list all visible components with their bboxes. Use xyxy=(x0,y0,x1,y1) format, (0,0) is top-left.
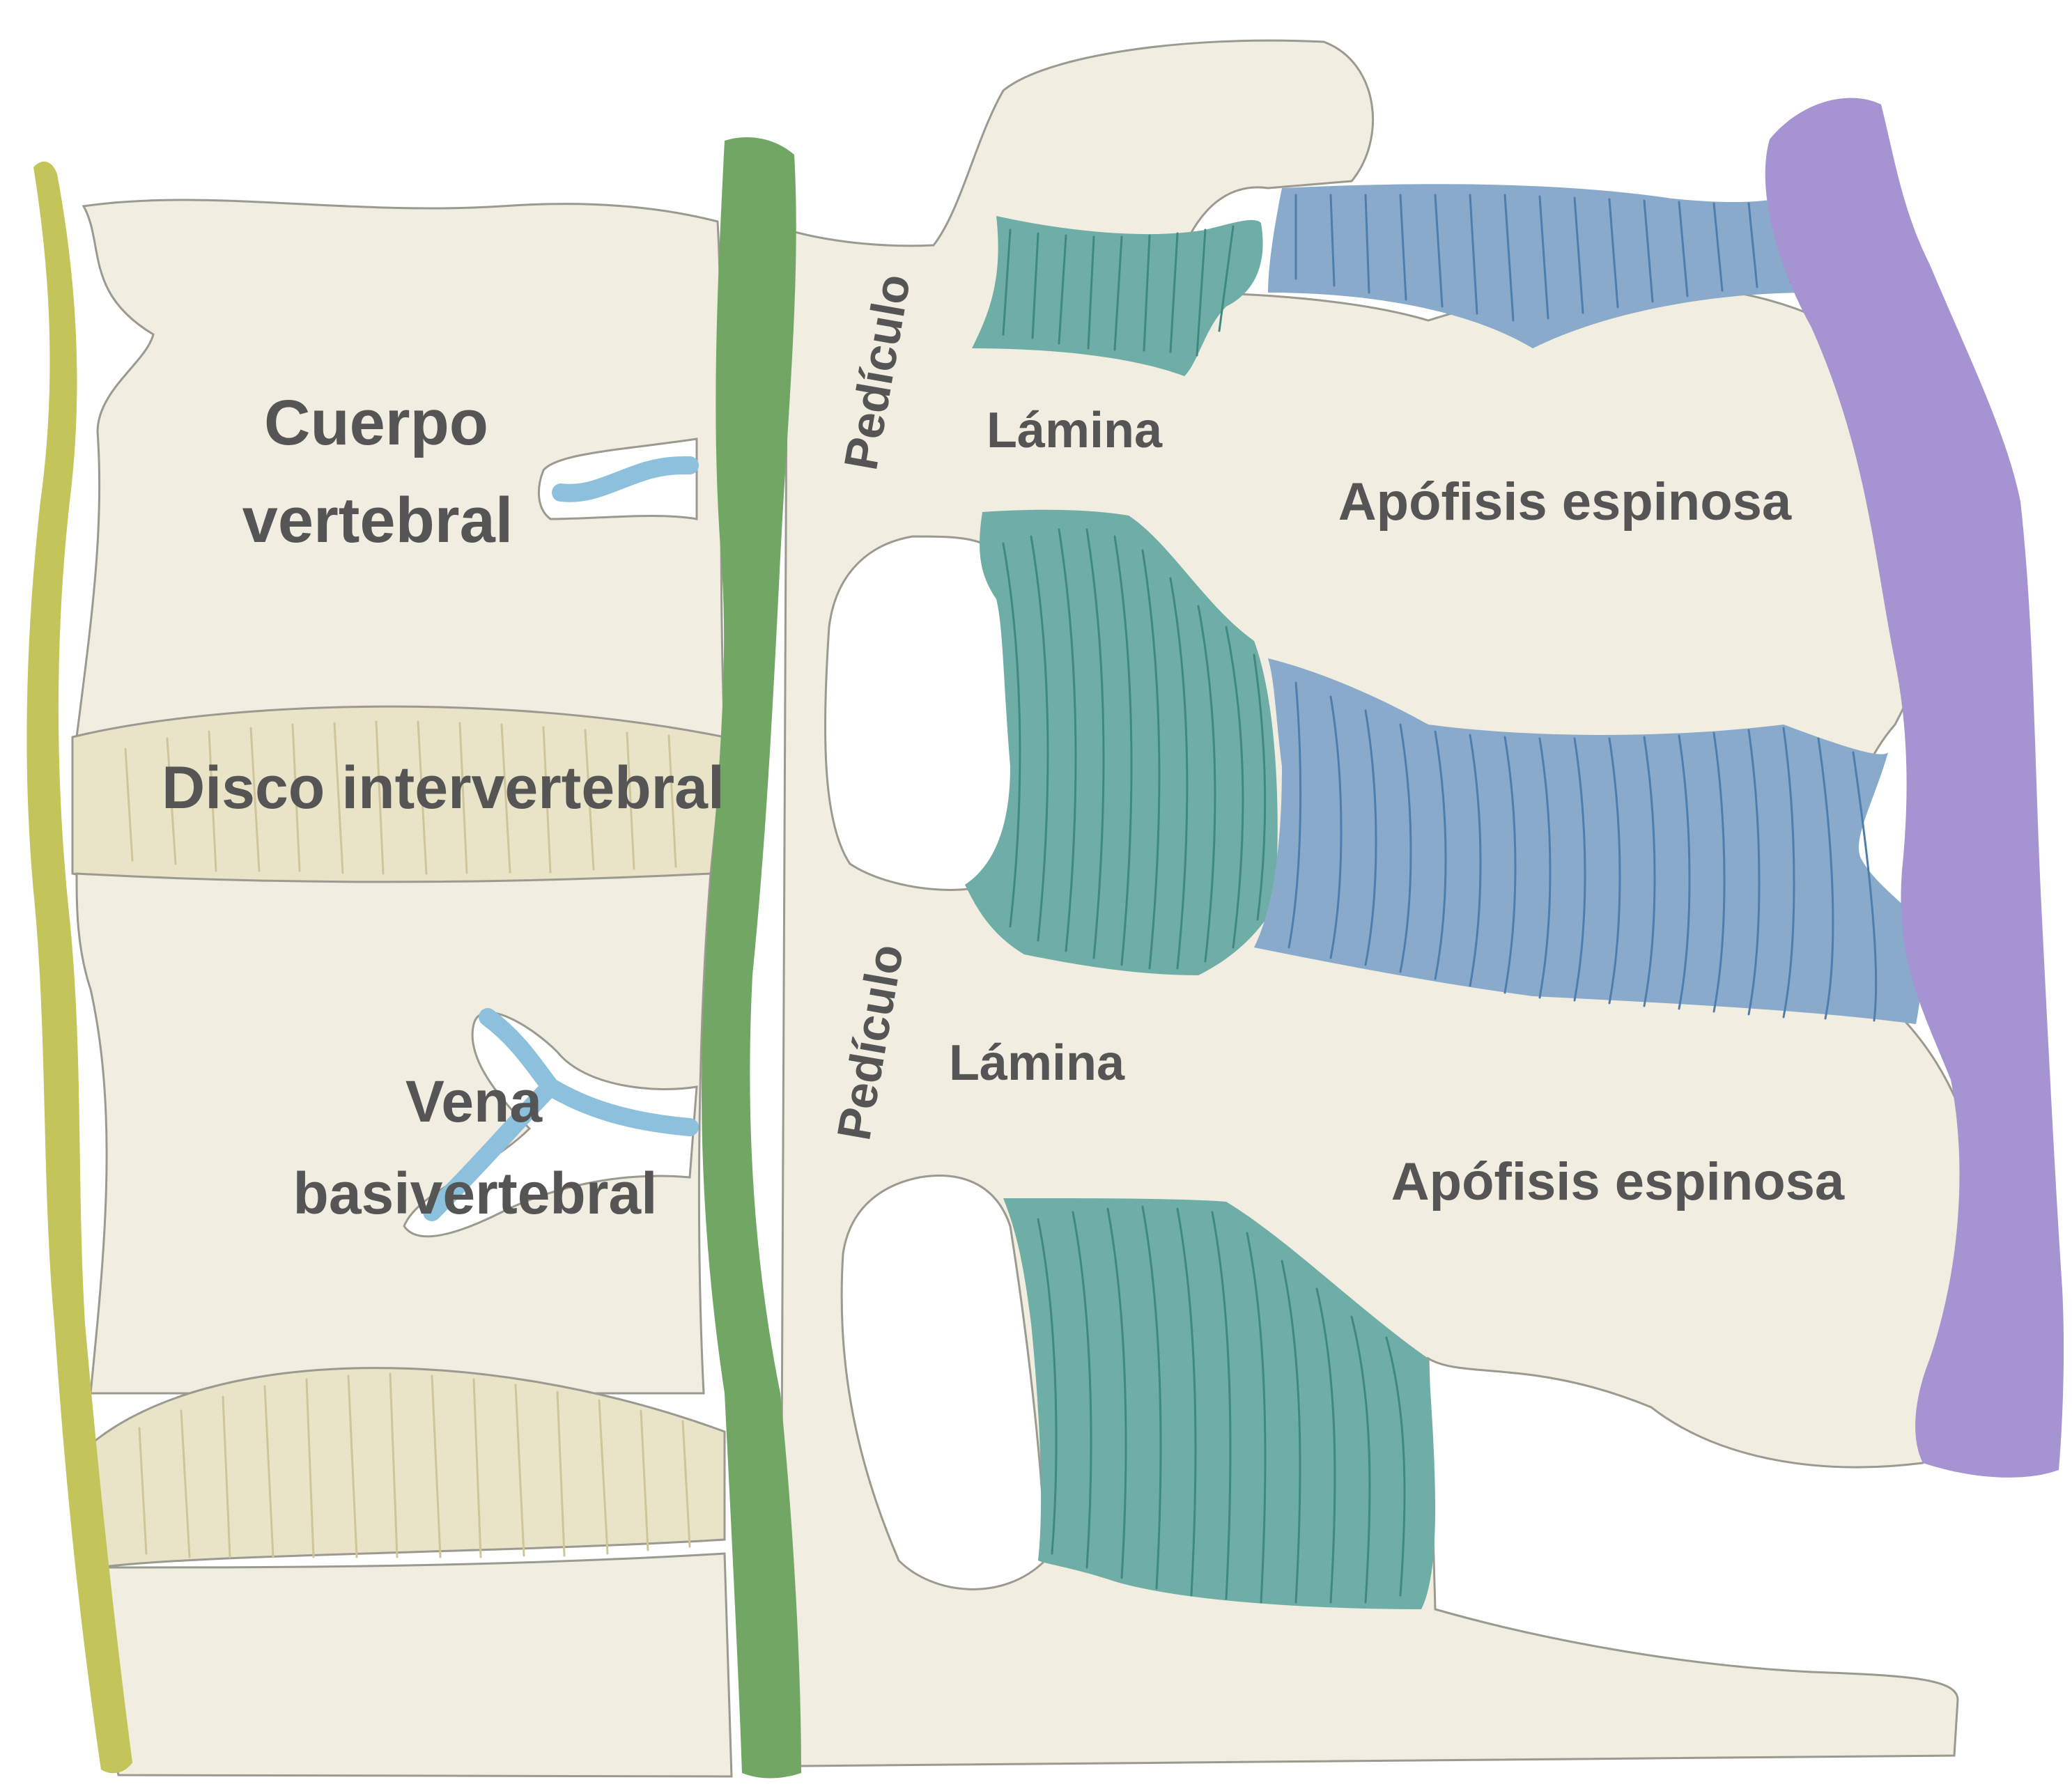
label-disco-intervertebral: Disco intervertebral xyxy=(162,754,725,821)
label-vena-line2: basivertebral xyxy=(293,1161,658,1226)
vertebral-body-lower xyxy=(98,1554,732,1776)
label-vena-line1: Vena xyxy=(405,1069,543,1134)
label-cuerpo-vertebral-line1: Cuerpo xyxy=(264,387,488,458)
label-lamina-lower: Lámina xyxy=(949,1035,1125,1091)
label-apofisis-espinosa-lower: Apófisis espinosa xyxy=(1391,1152,1845,1211)
label-cuerpo-vertebral-line2: vertebral xyxy=(242,485,513,556)
label-lamina-upper: Lámina xyxy=(987,403,1163,458)
label-apofisis-espinosa-upper: Apófisis espinosa xyxy=(1338,472,1792,532)
